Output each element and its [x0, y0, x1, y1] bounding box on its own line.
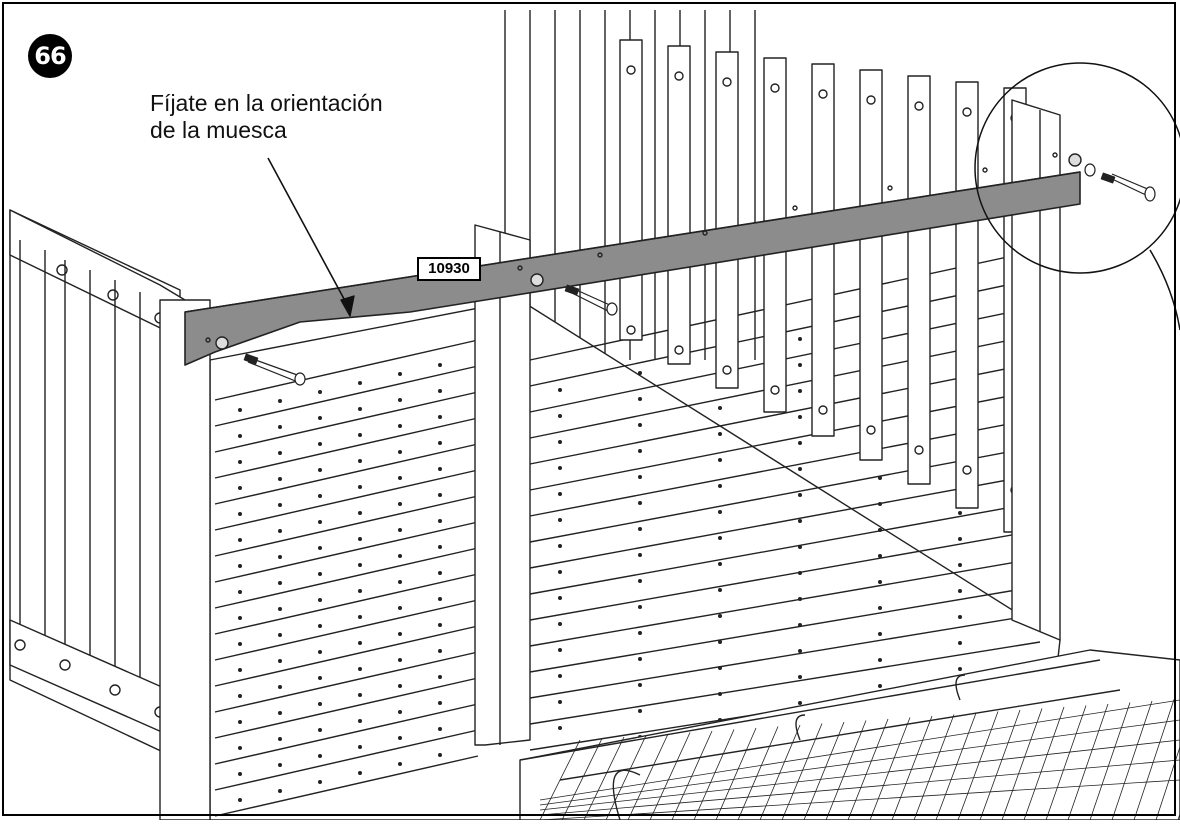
callout-line-1: Fíjate en la orientación [150, 90, 383, 116]
left-rail [9, 209, 211, 821]
corner-post [1011, 99, 1061, 641]
center-post [474, 224, 531, 746]
bolts [243, 163, 1156, 386]
floor-deck [209, 249, 1061, 821]
basket-frame [519, 649, 1180, 821]
step-number-badge: 66 [28, 34, 72, 78]
callout-text: Fíjate en la orientación de la muesca [150, 90, 383, 144]
step-number: 66 [34, 42, 66, 70]
detail-circle [974, 62, 1180, 331]
callout-arrow [267, 157, 355, 317]
callout-line-2: de la muesca [150, 117, 287, 143]
part-number-label: 10930 [417, 257, 481, 281]
beam-10930 [184, 152, 1082, 366]
